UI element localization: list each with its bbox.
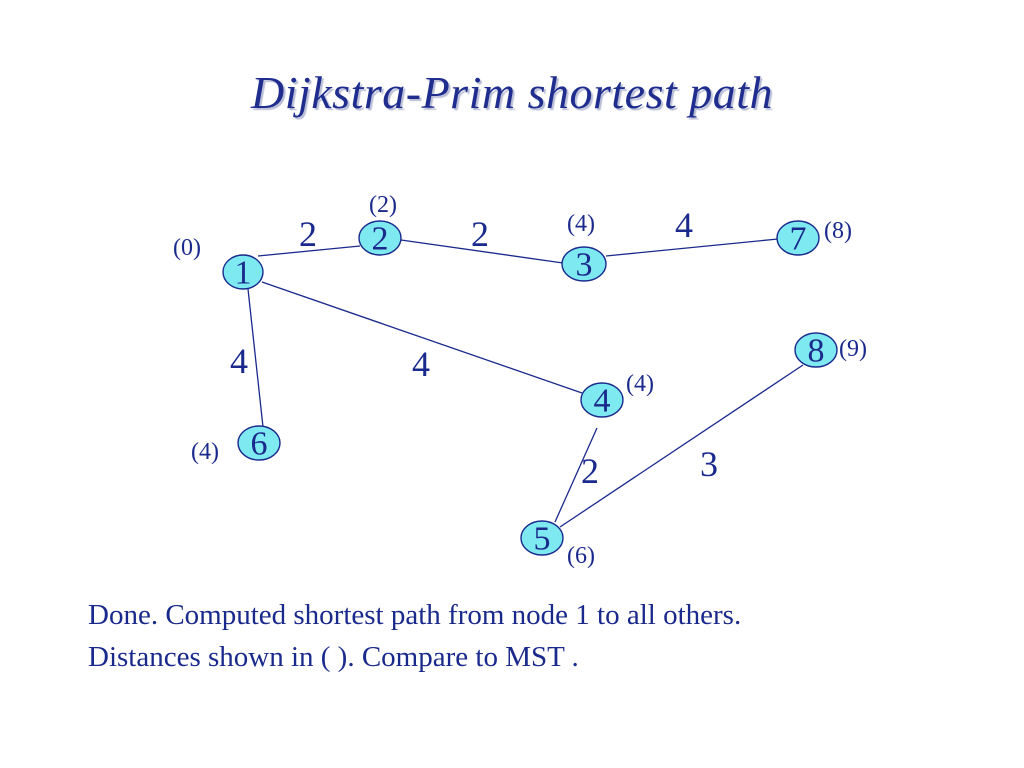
caption-line-1: Done. Computed shortest path from node 1… — [88, 599, 742, 631]
node-7-distance: (8) — [824, 218, 852, 244]
node-1: 1 — [222, 254, 264, 292]
edge-weight-4-5: 2 — [581, 451, 599, 491]
node-8: 8 — [794, 332, 838, 370]
edge-weight-2-3: 2 — [471, 214, 489, 254]
node-4-distance: (4) — [626, 371, 654, 397]
edge-4-5 — [554, 427, 598, 523]
edge-1-4 — [261, 281, 583, 394]
caption: Done. Computed shortest path from node 1… — [88, 594, 988, 678]
edge-2-3 — [400, 239, 564, 264]
edge-weights: 2 2 4 4 4 2 3 — [230, 205, 718, 491]
node-5-distance: (6) — [567, 543, 595, 569]
nodes: 1 2 3 7 4 6 5 8 — [222, 220, 838, 558]
edge-3-7 — [605, 238, 779, 257]
node-2-distance: (2) — [369, 192, 397, 218]
node-1-circle — [222, 254, 264, 290]
node-2-circle — [358, 220, 402, 256]
slide-title: Dijkstra-Prim shortest path — [250, 67, 774, 118]
node-6-circle — [237, 425, 281, 461]
node-3: 3 — [561, 246, 607, 284]
node-1-distance: (0) — [173, 235, 201, 261]
node-4-label: 4 — [594, 383, 611, 420]
node-7-circle — [776, 220, 820, 256]
node-7-label: 7 — [790, 221, 807, 258]
distance-labels: (0) (2) (4) (8) (4) (4) (6) (9) — [173, 192, 867, 569]
node-6-distance: (4) — [191, 439, 219, 465]
node-1-label: 1 — [235, 255, 252, 292]
edge-weight-1-4: 4 — [412, 344, 430, 384]
node-6-label: 6 — [251, 426, 268, 463]
edge-weight-1-6: 4 — [230, 341, 248, 381]
edge-1-2 — [257, 245, 361, 257]
node-8-label: 8 — [808, 333, 825, 370]
node-3-distance: (4) — [567, 211, 595, 237]
node-5-label: 5 — [534, 521, 551, 558]
node-2-label: 2 — [372, 221, 389, 258]
edge-1-6 — [247, 288, 264, 428]
edges — [247, 238, 804, 528]
edge-5-8 — [559, 364, 804, 528]
edge-weight-5-8: 3 — [700, 444, 718, 484]
node-7: 7 — [776, 220, 820, 258]
node-2: 2 — [358, 220, 402, 258]
node-4: 4 — [580, 382, 624, 420]
edge-weight-3-7: 4 — [675, 205, 693, 245]
node-3-label: 3 — [576, 247, 593, 284]
node-8-distance: (9) — [839, 336, 867, 362]
node-4-circle — [580, 382, 624, 418]
node-6: 6 — [237, 425, 281, 463]
node-5-circle — [520, 520, 564, 556]
node-8-circle — [794, 332, 838, 368]
node-3-circle — [561, 246, 607, 282]
caption-line-2: Distances shown in ( ). Compare to MST . — [88, 641, 579, 673]
node-5: 5 — [520, 520, 564, 558]
edge-weight-1-2: 2 — [299, 214, 317, 254]
